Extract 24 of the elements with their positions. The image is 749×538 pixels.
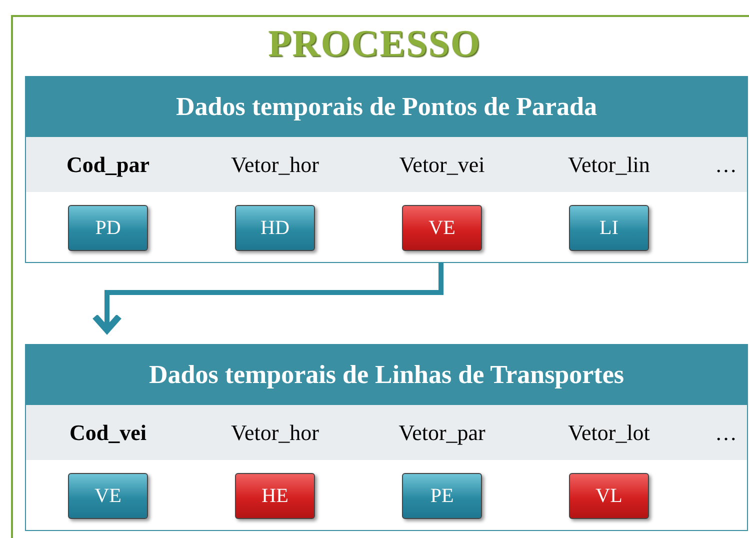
field-button: LI [569,205,649,251]
column-header: … [714,418,738,446]
arrow [92,263,444,334]
column-header: … [714,150,738,178]
field-button: VE [68,473,148,519]
table-panel [25,76,748,263]
column-header: Cod_vei [68,418,148,446]
table-header: Dados temporais de Linhas de Transportes [26,345,747,405]
field-button: HE [235,473,315,519]
column-header: Vetor_hor [230,418,320,446]
field-button: VL [569,473,649,519]
field-button: PD [68,205,148,251]
column-header: Vetor_hor [230,150,320,178]
column-header: Vetor_vei [398,150,486,178]
diagram-title: PROCESSO [267,22,482,66]
column-header: Vetor_par [398,418,486,447]
column-header: Cod_par [65,150,151,179]
field-button: VE [402,205,482,251]
table-panel [25,344,748,531]
table-header: Dados temporais de Pontos de Parada [26,77,747,137]
field-button: HD [235,205,315,251]
field-button: PE [402,473,482,519]
column-header: Vetor_lin [567,150,651,178]
column-header: Vetor_lot [567,418,651,446]
